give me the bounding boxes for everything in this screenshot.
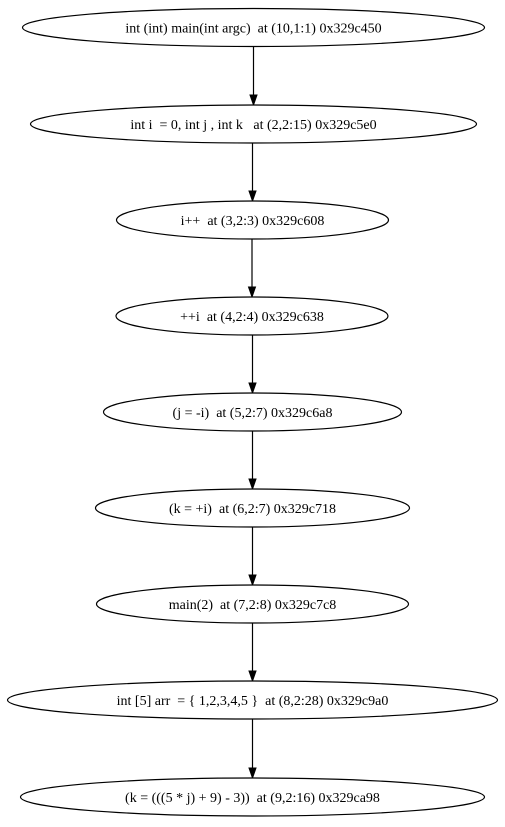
graph-node: int [5] arr = { 1,2,3,4,5 } at (8,2:28) … [6, 680, 499, 720]
node-ellipse [29, 104, 478, 144]
arrowhead [248, 190, 257, 203]
arrowhead [248, 767, 257, 780]
node-label: (k = +i) at (6,2:7) 0x329c718 [169, 502, 336, 517]
node-ellipse [6, 680, 499, 720]
node-label: (j = -i) at (5,2:7) 0x329c6a8 [173, 406, 333, 421]
graph-node: int (int) main(int argc) at (10,1:1) 0x3… [21, 7, 486, 48]
graph-node: ++i at (4,2:4) 0x329c638 [115, 296, 389, 336]
node-ellipse [19, 777, 486, 817]
node-label: int [5] arr = { 1,2,3,4,5 } at (8,2:28) … [117, 694, 389, 709]
edge-arrow [247, 239, 257, 299]
graph-node: main(2) at (7,2:8) 0x329c7c8 [95, 584, 410, 624]
node-ellipse [21, 7, 486, 48]
edge-arrow [248, 143, 257, 203]
arrowhead [248, 382, 257, 395]
edges-layer [247, 46, 258, 780]
graph-node: (j = -i) at (5,2:7) 0x329c6a8 [102, 392, 403, 432]
edge-arrow [248, 335, 257, 395]
node-label: main(2) at (7,2:8) 0x329c7c8 [169, 598, 337, 613]
edge-arrow [249, 46, 258, 107]
nodes-layer: int (int) main(int argc) at (10,1:1) 0x3… [6, 7, 499, 817]
node-ellipse [115, 296, 389, 336]
node-ellipse [102, 392, 403, 432]
node-label: (k = (((5 * j) + 9) - 3)) at (9,2:16) 0x… [125, 791, 380, 806]
arrowhead [249, 94, 258, 107]
graph-node: (k = +i) at (6,2:7) 0x329c718 [94, 488, 411, 528]
edge-arrow [248, 431, 257, 491]
node-label: int (int) main(int argc) at (10,1:1) 0x3… [125, 22, 381, 37]
graph-node: i++ at (3,2:3) 0x329c608 [115, 200, 390, 240]
arrowhead [248, 670, 257, 683]
node-label: int i = 0, int j , int k at (2,2:15) 0x3… [130, 118, 376, 133]
node-label: i++ at (3,2:3) 0x329c608 [181, 214, 325, 229]
node-ellipse [115, 200, 390, 240]
node-label: ++i at (4,2:4) 0x329c638 [180, 310, 324, 325]
graph-node: (k = (((5 * j) + 9) - 3)) at (9,2:16) 0x… [19, 777, 486, 817]
edge-arrow [248, 623, 257, 683]
arrowhead [248, 478, 257, 491]
arrowhead [248, 574, 257, 587]
edge-arrow [248, 527, 257, 587]
edge-arrow [248, 719, 257, 780]
node-ellipse [94, 488, 411, 528]
graph-node: int i = 0, int j , int k at (2,2:15) 0x3… [29, 104, 478, 144]
arrowhead [247, 286, 257, 299]
node-ellipse [95, 584, 410, 624]
